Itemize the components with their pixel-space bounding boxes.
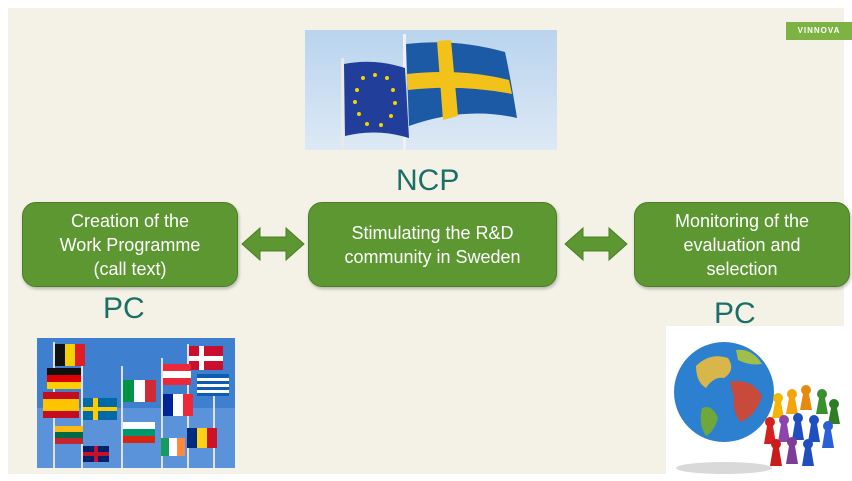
work-programme-box: Creation of the Work Programme (call tex… bbox=[22, 202, 238, 287]
vinnova-logo: VINNOVA bbox=[786, 22, 852, 40]
pc-left-label: PC bbox=[103, 292, 145, 325]
double-arrow-mid-right bbox=[564, 226, 628, 262]
eu-swedish-flags-image bbox=[305, 30, 557, 150]
monitoring-evaluation-box: Monitoring of the evaluation and selecti… bbox=[634, 202, 850, 287]
european-flags-image bbox=[37, 338, 235, 468]
globe-with-pawns-image bbox=[666, 326, 850, 476]
stimulating-community-box: Stimulating the R&D community in Sweden bbox=[308, 202, 557, 287]
double-arrow-left-mid bbox=[241, 226, 305, 262]
pc-right-label: PC bbox=[714, 297, 756, 330]
ncp-label: NCP bbox=[396, 164, 460, 197]
